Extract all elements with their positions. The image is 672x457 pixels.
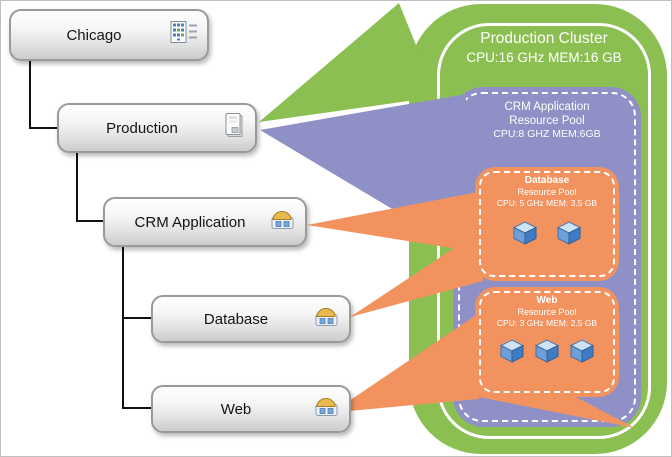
web-vm-row — [475, 339, 619, 363]
resource-pool-icon — [311, 304, 341, 335]
tree-node-web: Web — [151, 385, 351, 433]
datacenter-icon — [169, 20, 199, 51]
tree-node-production: Production — [57, 103, 257, 153]
web-pool-type: Resource Pool — [517, 307, 577, 317]
crm-pool-stats: CPU:8 GHZ MEM:6GB — [493, 128, 601, 140]
database-pool-dashed-border — [479, 171, 615, 277]
vm-icon — [570, 339, 594, 363]
connector-crm-database-h — [122, 317, 151, 319]
node-label: Database — [203, 310, 269, 328]
vm-icon — [500, 339, 524, 363]
web-pool-dashed-border — [479, 291, 615, 393]
cluster-title: Production Cluster — [480, 30, 608, 47]
connector-chicago-production — [29, 61, 31, 129]
database-pool-stats: CPU: 5 GHz MEM: 3.5 GB — [496, 198, 598, 208]
vm-icon — [557, 221, 581, 245]
node-label: CRM Application — [134, 213, 246, 231]
database-pool-name: Database — [524, 175, 570, 186]
crm-pool-title-block: CRM Application Resource Pool CPU:8 GHZ … — [453, 100, 641, 141]
vm-icon — [535, 339, 559, 363]
tree-node-chicago: Chicago — [9, 9, 209, 61]
node-label: Production — [106, 119, 178, 137]
host-icon — [221, 111, 247, 146]
tree-node-database: Database — [151, 295, 351, 343]
web-pool-name: Web — [536, 295, 558, 306]
database-pool-region: Database Resource Pool CPU: 5 GHz MEM: 3… — [475, 167, 619, 281]
cluster-title-block: Production Cluster CPU:16 GHz MEM:16 GB — [437, 29, 651, 67]
resource-pool-icon — [267, 207, 297, 238]
database-pool-type: Resource Pool — [517, 187, 577, 197]
connector-crm-web-h — [122, 407, 151, 409]
connector-chicago-production-h — [29, 127, 57, 129]
web-pool-stats: CPU: 3 GHz MEM: 2.5 GB — [496, 318, 598, 328]
tree-node-crm-application: CRM Application — [103, 197, 307, 247]
node-label: Chicago — [66, 26, 122, 44]
web-pool-region: Web Resource Pool CPU: 3 GHz MEM: 2.5 GB — [475, 287, 619, 397]
vm-icon — [513, 221, 537, 245]
database-pool-title-block: Database Resource Pool CPU: 5 GHz MEM: 3… — [475, 167, 619, 209]
database-vm-row — [475, 221, 619, 245]
connector-crm-children — [122, 247, 124, 409]
node-label: Web — [220, 400, 252, 418]
crm-pool-type: Resource Pool — [509, 115, 585, 127]
connector-production-crm — [76, 153, 78, 222]
resource-pool-icon — [311, 394, 341, 425]
cluster-stats: CPU:16 GHz MEM:16 GB — [466, 50, 622, 65]
connector-production-crm-h — [76, 220, 103, 222]
web-pool-title-block: Web Resource Pool CPU: 3 GHz MEM: 2.5 GB — [475, 287, 619, 329]
crm-pool-name: CRM Application — [504, 101, 590, 113]
